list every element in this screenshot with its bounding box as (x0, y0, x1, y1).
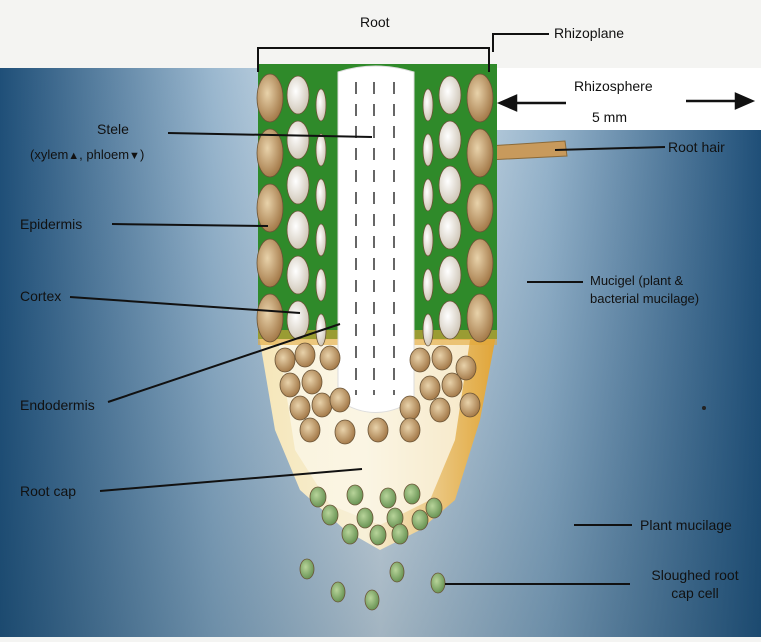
sloughed-cell (390, 562, 404, 582)
label-sloughed-1: Sloughed root (636, 567, 754, 584)
label-plant-mucilage: Plant mucilage (640, 517, 732, 534)
meristem-cell (302, 370, 322, 394)
cortex-cell (423, 179, 433, 211)
epidermis-cell (257, 184, 283, 232)
label-root: Root (360, 14, 390, 31)
up-arrow-icon: ▲ (68, 150, 79, 162)
cortex-cell (287, 256, 309, 294)
cortex-cell (423, 269, 433, 301)
meristem-cell (460, 393, 480, 417)
meristem-cell (410, 348, 430, 372)
epidermis-cell (467, 129, 493, 177)
sloughed-cell (331, 582, 345, 602)
cortex-cell (316, 134, 326, 166)
cortex-cell (287, 166, 309, 204)
epidermis-cell (257, 74, 283, 122)
label-stele: Stele (97, 121, 129, 138)
cortex-cell (439, 166, 461, 204)
cortex-cell (439, 76, 461, 114)
meristem-cell (290, 396, 310, 420)
epidermis-cell (467, 74, 493, 122)
label-stele-detail: (xylem▲, phloem▼) (30, 146, 144, 165)
label-sloughed-2: cap cell (636, 585, 754, 602)
sloughed-cell (431, 573, 445, 593)
cortex-cell (287, 121, 309, 159)
cortex-cell (287, 76, 309, 114)
root-cap-cell (310, 487, 326, 507)
label-rhizosphere: Rhizosphere (574, 78, 653, 95)
meristem-cell (275, 348, 295, 372)
meristem-cell (330, 388, 350, 412)
meristem-cell (368, 418, 388, 442)
label-epidermis: Epidermis (20, 216, 82, 233)
cortex-cell (423, 89, 433, 121)
close-paren: ) (140, 147, 144, 162)
root-cap-cell (322, 505, 338, 525)
root-cap-cell (342, 524, 358, 544)
meristem-cell (295, 343, 315, 367)
meristem-cell (300, 418, 320, 442)
cortex-cell (316, 224, 326, 256)
meristem-cell (442, 373, 462, 397)
root-cap-cell (426, 498, 442, 518)
label-root-hair: Root hair (668, 139, 725, 156)
cortex-cell (423, 134, 433, 166)
label-rhizoplane: Rhizoplane (554, 25, 624, 42)
cortex-cell (439, 301, 461, 339)
meristem-cell (280, 373, 300, 397)
meristem-cell (320, 346, 340, 370)
epidermis-cell (257, 239, 283, 287)
root-cap-cell (412, 510, 428, 530)
root-cap-cell (392, 524, 408, 544)
meristem-cell (432, 346, 452, 370)
sloughed-cell (365, 590, 379, 610)
label-mucigel-1: Mucigel (plant & (590, 272, 683, 289)
epidermis-cell (257, 294, 283, 342)
rhizoplane-line (493, 34, 549, 52)
meristem-cell (400, 396, 420, 420)
cortex-cell (316, 179, 326, 211)
label-cortex: Cortex (20, 288, 61, 305)
cortex-cell (423, 314, 433, 346)
meristem-cell (312, 393, 332, 417)
label-mucigel-2: bacterial mucilage) (590, 290, 699, 307)
cortex-cell (287, 301, 309, 339)
label-xylem: (xylem (30, 147, 68, 162)
cortex-cell (423, 224, 433, 256)
cortex-cell (439, 121, 461, 159)
stele-region (338, 66, 414, 413)
meristem-cell (430, 398, 450, 422)
root-cap-cell (370, 525, 386, 545)
speck (702, 406, 706, 410)
label-phloem: , phloem (79, 147, 129, 162)
root-cap-cell (347, 485, 363, 505)
cortex-cell (316, 89, 326, 121)
meristem-cell (420, 376, 440, 400)
cortex-cell (439, 256, 461, 294)
root-cap-cell (404, 484, 420, 504)
down-arrow-icon: ▼ (129, 150, 140, 162)
epidermis-cell (467, 239, 493, 287)
label-scale: 5 mm (592, 109, 627, 126)
root-cap-cell (380, 488, 396, 508)
root-cap-cell (357, 508, 373, 528)
label-root-cap: Root cap (20, 483, 76, 500)
label-endodermis: Endodermis (20, 397, 95, 414)
sloughed-cell (300, 559, 314, 579)
epidermis-cell (467, 184, 493, 232)
cortex-cell (316, 269, 326, 301)
meristem-cell (400, 418, 420, 442)
cortex-cell (287, 211, 309, 249)
epidermis-cell (467, 294, 493, 342)
epidermis-cell (257, 129, 283, 177)
cortex-cell (439, 211, 461, 249)
meristem-cell (335, 420, 355, 444)
